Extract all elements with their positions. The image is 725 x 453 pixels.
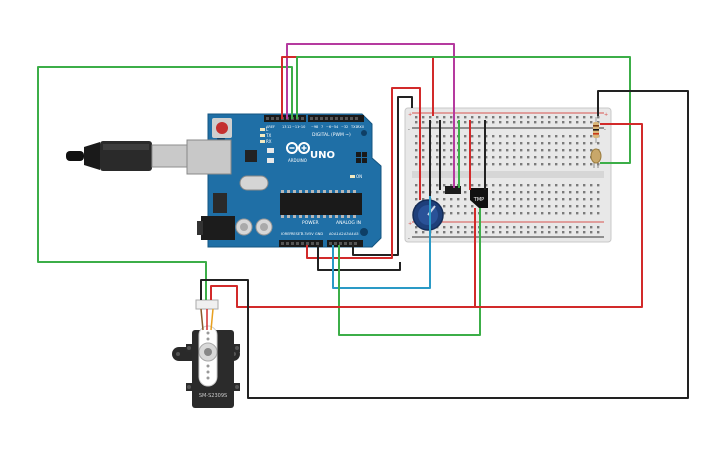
temperature-sensor[interactable]: TMP: [470, 188, 488, 208]
svg-text:~9: ~9: [311, 125, 316, 129]
rail-plus-top-right: +: [604, 112, 608, 118]
svg-text:2: 2: [346, 125, 348, 129]
breadboard[interactable]: + - + - + -: [404, 107, 612, 243]
servo-connector[interactable]: [195, 299, 219, 310]
analog-header[interactable]: [327, 240, 363, 247]
svg-text:A0: A0: [329, 232, 334, 236]
svg-text:~3: ~3: [341, 125, 346, 129]
svg-text:4: 4: [336, 125, 339, 129]
potentiometer[interactable]: [412, 199, 444, 231]
analog-header-label: ANALOG IN: [336, 220, 361, 226]
led-l-label: L: [266, 127, 269, 132]
svg-text:8: 8: [316, 125, 318, 129]
svg-text:3.3V: 3.3V: [301, 232, 310, 236]
wire-black-gnd[interactable]: [317, 245, 401, 271]
power-header[interactable]: [279, 240, 323, 247]
wire-green-led[interactable]: [296, 56, 631, 164]
slide-switch[interactable]: [445, 186, 461, 194]
arduino-logo: [286, 142, 310, 154]
rail-plus-bottom: +: [408, 221, 412, 227]
resistor[interactable]: [593, 117, 599, 143]
led-on-label: ON: [356, 174, 362, 179]
svg-text:5V: 5V: [309, 232, 314, 236]
led[interactable]: [590, 148, 602, 168]
svg-text:~11: ~11: [292, 125, 299, 129]
svg-text:~5: ~5: [331, 125, 336, 129]
svg-text:A1: A1: [334, 232, 339, 236]
digital-header[interactable]: [264, 115, 364, 122]
rail-minus-top: -: [408, 127, 410, 133]
usb-port: [186, 139, 232, 175]
svg-text:RX0: RX0: [357, 125, 364, 129]
brand-label: UNO: [310, 150, 335, 161]
rail-minus-top-right: -: [604, 127, 606, 133]
power-jack: [201, 216, 235, 240]
servo-label: SM-S2309S: [199, 393, 227, 399]
svg-text:A2: A2: [339, 232, 344, 236]
svg-text:7: 7: [321, 125, 323, 129]
wire-magenta-switch[interactable]: [286, 43, 455, 188]
servo-motor[interactable]: SM-S2309S: [172, 299, 240, 408]
crystal-oscillator: [239, 175, 269, 191]
usb-chip: [245, 150, 257, 162]
svg-text:13: 13: [282, 125, 286, 129]
svg-text:A4: A4: [349, 232, 354, 236]
led-rx-label: RX: [266, 139, 272, 144]
svg-text:AREF: AREF: [266, 125, 275, 129]
sensor-label: TMP: [473, 197, 484, 203]
rail-minus-bottom: -: [408, 236, 410, 242]
arduino-uno-board[interactable]: UNO ARDUINO L TX RX ON DIGITAL (PWM ~) A…: [186, 113, 382, 248]
svg-text:~10: ~10: [298, 125, 305, 129]
led-tx-label: TX: [265, 133, 271, 138]
wire-blue-pot[interactable]: [332, 196, 431, 289]
digital-header-label: DIGITAL (PWM ~): [312, 132, 351, 138]
svg-text:IOREF: IOREF: [281, 232, 291, 236]
svg-text:RESET: RESET: [291, 232, 303, 236]
svg-text:A3: A3: [344, 232, 349, 236]
svg-text:GND: GND: [315, 232, 323, 236]
wire-green-sensor[interactable]: [338, 208, 481, 336]
wire-black-servo[interactable]: [200, 90, 689, 399]
rail-plus-top: +: [408, 112, 412, 118]
svg-text:12: 12: [287, 125, 291, 129]
wire-black-loop[interactable]: [352, 96, 413, 256]
svg-text:A5: A5: [354, 232, 359, 236]
svg-text:~6: ~6: [326, 125, 331, 129]
wire-servo-signal[interactable]: [37, 66, 293, 300]
icsp-header: [356, 152, 367, 163]
wires: [37, 43, 689, 399]
reset-button-cap[interactable]: [216, 122, 228, 134]
power-header-label: POWER: [302, 220, 319, 226]
svg-text:ARDUINO: ARDUINO: [288, 158, 307, 163]
atmega-chip: [280, 193, 362, 215]
wire-red-servo[interactable]: [210, 123, 643, 308]
svg-text:TX1: TX1: [350, 125, 358, 129]
